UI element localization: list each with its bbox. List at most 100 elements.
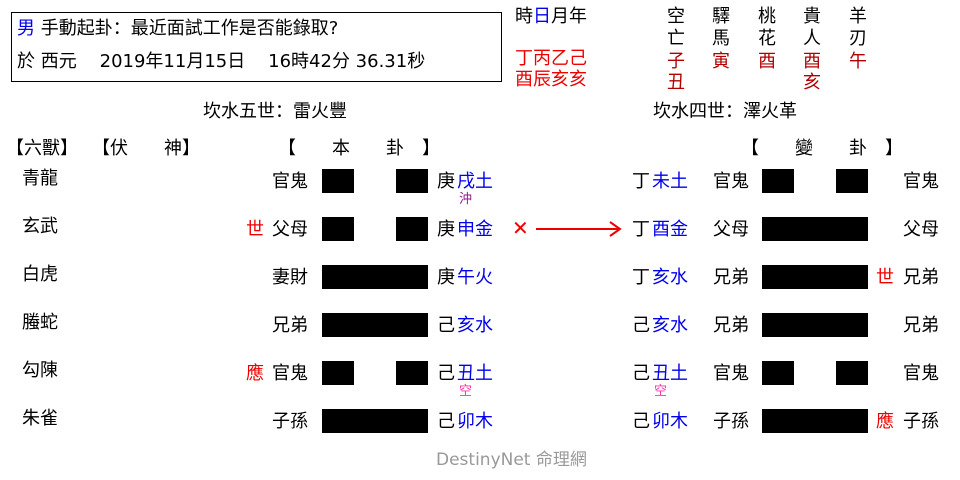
header-original-hexagram: 【 本 卦 】 <box>278 138 440 159</box>
changed-heavenly-stem: 丁 <box>632 171 650 192</box>
changed-heavenly-stem: 己 <box>632 411 650 432</box>
changed-heavenly-stem: 丁 <box>632 219 650 240</box>
earthly-branch-element: 午火 <box>457 267 493 288</box>
changed-heavenly-stem: 丁 <box>632 267 650 288</box>
six-beast-label: 青龍 <box>22 168 58 189</box>
time-value: 16時42分 36.31秒 <box>268 51 426 72</box>
changed-yang-line <box>762 409 868 433</box>
changed-void-note: 空 <box>654 384 668 399</box>
six-relation-label: 父母 <box>272 219 308 240</box>
shensha-name-bottom: 亡 <box>667 28 685 49</box>
shensha-value: 丑 <box>667 72 685 93</box>
date-line: 於 西元 2019年11月15日 16時42分 36.31秒 <box>17 53 425 71</box>
question-info-box <box>11 12 502 82</box>
gender: 男 <box>17 18 35 39</box>
watermark: DestinyNet 命理網 <box>436 450 587 470</box>
yin-line-right-segment <box>396 361 428 385</box>
date-value: 2019年11月15日 <box>99 51 246 72</box>
pillar-stems: 丁丙乙己 <box>515 48 587 69</box>
changed-six-relation-label: 兄弟 <box>713 315 749 336</box>
yang-line <box>322 313 428 337</box>
pillar-label-month: 月 <box>551 6 569 27</box>
changed-earthly-branch-element: 亥水 <box>652 267 688 288</box>
shensha-value: 酉 <box>758 51 776 72</box>
date-prefix: 於 西元 <box>17 51 77 72</box>
header-hidden-spirit: 【伏 神】 <box>92 138 200 159</box>
changed-yang-line <box>762 313 868 337</box>
changed-six-relation-label: 子孫 <box>713 411 749 432</box>
changed-yin-line-right-segment <box>836 361 868 385</box>
changed-six-relation-label: 父母 <box>713 219 749 240</box>
pillar-labels: 時日月年 <box>515 8 587 26</box>
moving-line-cross-icon: ✕ <box>512 216 529 240</box>
pillar-branches: 酉辰亥亥 <box>515 69 587 90</box>
yin-line-left-segment <box>322 169 354 193</box>
six-beast-label: 朱雀 <box>22 408 58 429</box>
changed-six-relation-label: 官鬼 <box>713 171 749 192</box>
shensha-name-bottom: 刃 <box>849 28 867 49</box>
void-note: 空 <box>459 384 473 399</box>
changed-heavenly-stem: 己 <box>632 363 650 384</box>
yin-line-left-segment <box>322 361 354 385</box>
changed-ying-marker: 應 <box>876 411 894 432</box>
changed-yang-line <box>762 265 868 289</box>
shensha-name-top: 羊 <box>849 6 867 27</box>
main-hexagram-title: 坎水五世：雷火豐 <box>203 101 347 122</box>
heavenly-stem: 庚 <box>437 171 455 192</box>
heavenly-stem: 庚 <box>437 219 455 240</box>
header-six-beasts: 【六獸】 <box>6 138 78 159</box>
clash-note: 沖 <box>459 192 473 207</box>
question-title: 手動起卦：最近面試工作是否能錄取? <box>40 18 339 39</box>
six-beast-label: 螣蛇 <box>22 312 58 333</box>
shensha-name-bottom: 人 <box>803 28 821 49</box>
six-relation-label: 妻財 <box>272 267 308 288</box>
changed-right-relation-label: 官鬼 <box>903 363 939 384</box>
changed-right-relation-label: 父母 <box>903 219 939 240</box>
earthly-branch-element: 亥水 <box>457 315 493 336</box>
pillar-label-year: 年 <box>569 6 587 27</box>
shensha-value: 午 <box>849 51 867 72</box>
shensha-name-top: 貴 <box>803 6 821 27</box>
changed-right-relation-label: 官鬼 <box>903 171 939 192</box>
header-changed-hexagram: 【 變 卦 】 <box>741 138 903 159</box>
six-beast-label: 白虎 <box>22 264 58 285</box>
shensha-name-top: 驛 <box>712 6 730 27</box>
changed-yin-line-right-segment <box>836 169 868 193</box>
yin-line-right-segment <box>396 217 428 241</box>
changed-yin-line-left-segment <box>762 361 794 385</box>
ying-marker: 應 <box>246 363 264 384</box>
changed-earthly-branch-element: 卯木 <box>652 411 688 432</box>
shensha-value: 子 <box>667 51 685 72</box>
changed-yang-line <box>762 217 868 241</box>
changed-right-relation-label: 子孫 <box>903 411 939 432</box>
changed-heavenly-stem: 己 <box>632 315 650 336</box>
shi-marker: 世 <box>246 219 264 240</box>
yin-line-left-segment <box>322 217 354 241</box>
heavenly-stem: 庚 <box>437 267 455 288</box>
six-beast-label: 玄武 <box>22 216 58 237</box>
earthly-branch-element: 申金 <box>457 219 493 240</box>
earthly-branch-element: 丑土 <box>457 363 493 384</box>
six-relation-label: 兄弟 <box>272 315 308 336</box>
shensha-value: 亥 <box>803 72 821 93</box>
earthly-branch-element: 戌土 <box>457 171 493 192</box>
changed-six-relation-label: 官鬼 <box>713 363 749 384</box>
shensha-name-bottom: 馬 <box>712 28 730 49</box>
shensha-name-bottom: 花 <box>758 28 776 49</box>
changed-yin-line-left-segment <box>762 169 794 193</box>
six-beast-label: 勾陳 <box>22 360 58 381</box>
six-relation-label: 子孫 <box>272 411 308 432</box>
changed-six-relation-label: 兄弟 <box>713 267 749 288</box>
heavenly-stem: 己 <box>437 315 455 336</box>
changed-right-relation-label: 兄弟 <box>903 267 939 288</box>
changed-shi-marker: 世 <box>876 267 894 288</box>
yang-line <box>322 265 428 289</box>
six-relation-label: 官鬼 <box>272 363 308 384</box>
yin-line-right-segment <box>396 169 428 193</box>
changed-right-relation-label: 兄弟 <box>903 315 939 336</box>
changed-earthly-branch-element: 酉金 <box>652 219 688 240</box>
question-line: 男 手動起卦：最近面試工作是否能錄取? <box>17 20 338 38</box>
shensha-name-top: 空 <box>667 6 685 27</box>
yang-line <box>322 409 428 433</box>
shensha-value: 寅 <box>712 51 730 72</box>
